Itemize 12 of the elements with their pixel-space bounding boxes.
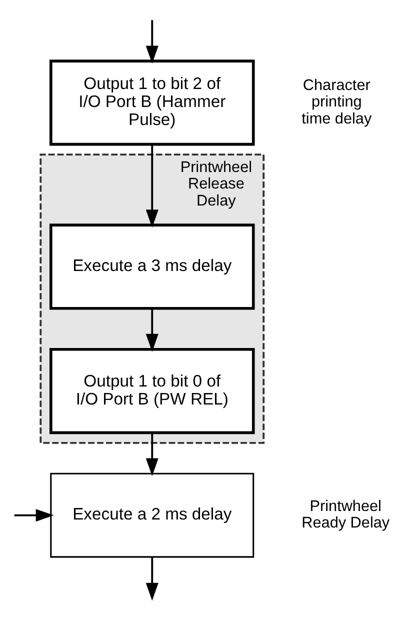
arrow — [14, 508, 54, 522]
arrow — [146, 144, 158, 228]
node-box: Output 1 to bit 2 of I/O Port B (Hammer Pulse) — [50, 59, 255, 146]
arrow — [146, 308, 158, 352]
node-box: Execute a 3 ms delay — [50, 223, 255, 310]
arrow — [146, 20, 158, 64]
node-box: Output 1 to bit 0 of I/O Port B (PW REL) — [50, 347, 255, 434]
arrow — [146, 432, 158, 476]
node-label: Character printing time delay — [302, 76, 372, 127]
node-label: Printwheel Ready Delay — [302, 497, 390, 532]
node-box: Execute a 2 ms delay — [50, 472, 254, 558]
arrow — [146, 556, 158, 600]
